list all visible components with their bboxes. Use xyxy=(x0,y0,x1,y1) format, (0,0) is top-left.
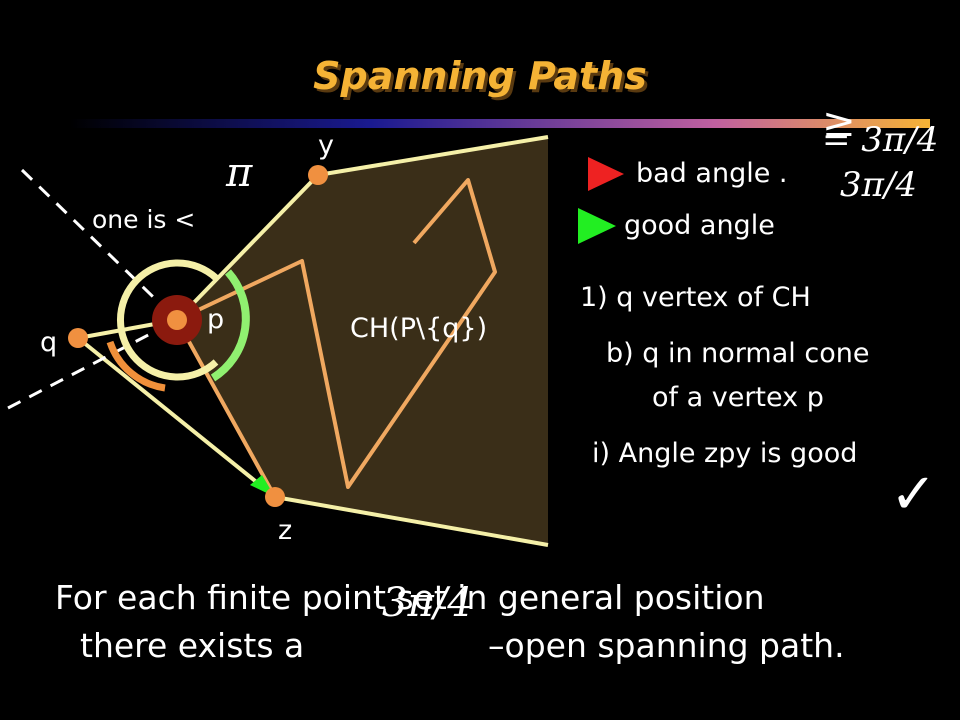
hull-edge-z xyxy=(274,495,549,547)
label-one-is: one is < xyxy=(92,205,196,234)
theorem-line-2-suffix: –open spanning path. xyxy=(488,626,845,665)
ge-symbol: ≥ xyxy=(822,100,856,146)
three-pi-over-four: 3π/4 xyxy=(840,165,918,205)
theorem-line-1: For each finite point set in general pos… xyxy=(55,578,765,617)
legend-bad-angle: bad angle . xyxy=(636,158,788,189)
normal-cone-line-upper xyxy=(20,168,179,322)
good-angle-marker xyxy=(578,208,616,244)
title-underline xyxy=(70,119,930,128)
edge-q-z xyxy=(76,336,277,499)
angle-arc-good xyxy=(210,269,250,382)
page-title: Spanning Paths xyxy=(313,54,647,98)
point-z xyxy=(265,487,285,507)
label-z: z xyxy=(278,515,293,546)
theorem-line-2-prefix: there exists a xyxy=(80,626,305,665)
hull-edge-y xyxy=(317,135,549,177)
edge-p-y xyxy=(175,173,320,322)
checkmark-icon: ✓ xyxy=(890,462,937,527)
ge-value: = 3π/4 xyxy=(822,120,939,160)
normal-cone-line-lower xyxy=(7,318,178,410)
step-2-line-2: of a vertex p xyxy=(652,382,824,413)
step-3: i) Angle zpy is good xyxy=(592,438,858,469)
point-p xyxy=(167,310,187,330)
step-1: 1) q vertex of CH xyxy=(580,282,811,313)
label-q: q xyxy=(40,327,58,358)
theorem-pi-fraction: 3π/4 xyxy=(382,580,473,626)
point-q xyxy=(68,328,88,348)
angle-arc-outer xyxy=(116,259,219,381)
label-y: y xyxy=(318,130,334,161)
label-pi: π xyxy=(226,150,253,196)
legend-good-angle: good angle xyxy=(624,210,775,241)
bad-angle-marker xyxy=(588,157,624,191)
angle-arc-orange xyxy=(106,340,166,392)
point-y xyxy=(308,165,328,185)
label-convex-hull: CH(P\{q}) xyxy=(350,313,488,344)
step-2-line-1: b) q in normal cone xyxy=(606,338,870,369)
label-p: p xyxy=(207,304,225,335)
convex-hull xyxy=(177,137,548,545)
